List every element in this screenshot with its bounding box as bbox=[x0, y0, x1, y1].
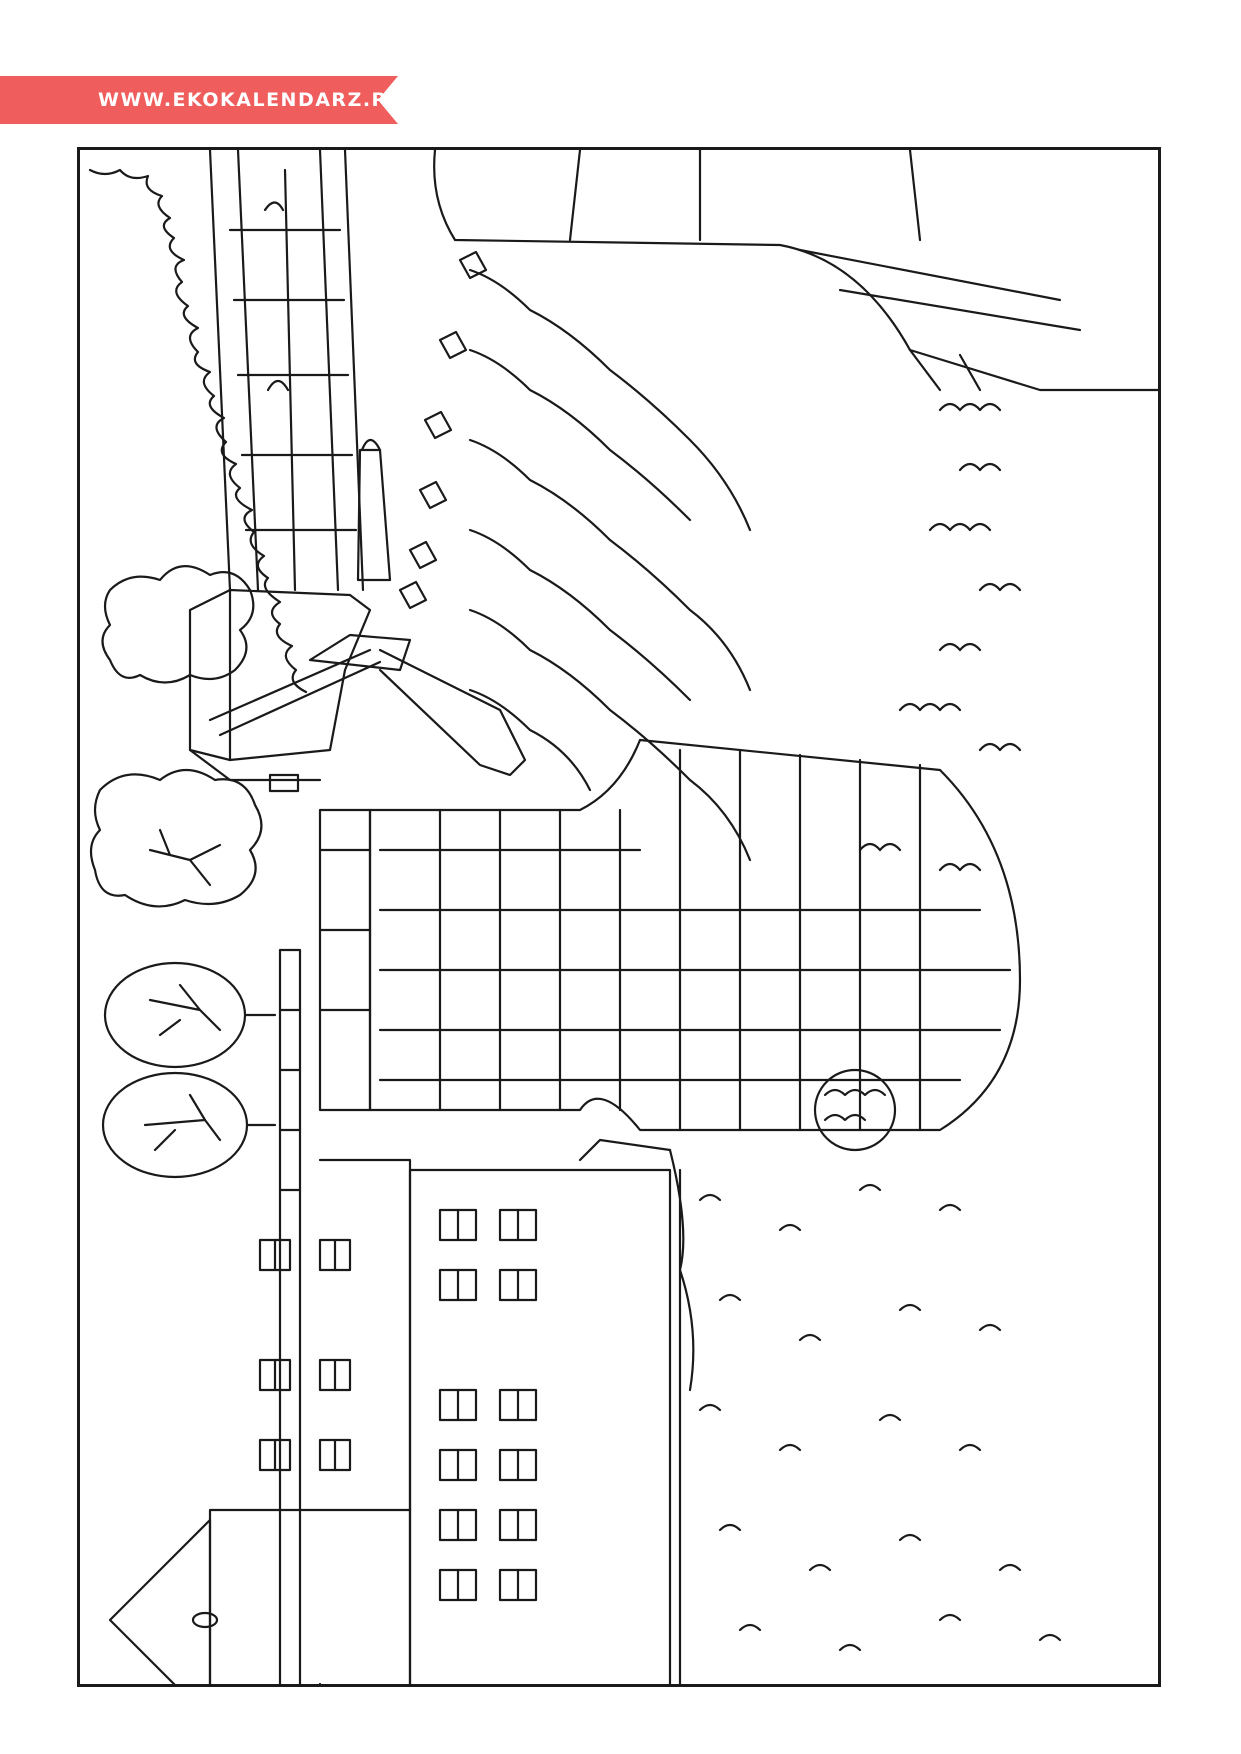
tree-clump-middle bbox=[89, 768, 263, 908]
tree-clump-upper bbox=[101, 565, 255, 684]
river-bank bbox=[668, 1148, 695, 1684]
house-side bbox=[318, 1138, 672, 1512]
grass-marker-3 bbox=[423, 410, 453, 440]
grass-waves bbox=[468, 268, 752, 862]
house-upper-floor bbox=[208, 1508, 412, 1684]
tower-arch-window bbox=[813, 1068, 897, 1152]
windmill-arm bbox=[378, 648, 527, 777]
grass-marker-1 bbox=[458, 250, 488, 280]
line-art-illustration bbox=[88, 150, 1158, 1684]
house-lower-floor bbox=[408, 1168, 672, 1684]
bridge-deck bbox=[208, 150, 365, 592]
windmill-shaft bbox=[208, 633, 412, 737]
grass-marker-6 bbox=[398, 580, 428, 610]
tree-branch bbox=[148, 828, 222, 887]
house-roof-gable bbox=[108, 1518, 212, 1684]
mill-roof-ridge bbox=[188, 588, 322, 782]
roof-lines bbox=[568, 150, 1082, 392]
arch-stones bbox=[823, 1088, 887, 1122]
round-tree-2 bbox=[101, 1071, 249, 1179]
house-roof-right bbox=[433, 150, 1158, 392]
bush-scallops bbox=[858, 402, 1022, 872]
website-url-label[interactable]: WWW.EKOKALENDARZ.PL bbox=[98, 89, 401, 111]
mill-chimney bbox=[356, 438, 392, 582]
bridge-posts bbox=[263, 168, 297, 592]
stone-blocks bbox=[378, 748, 1012, 1132]
stone-path bbox=[278, 948, 302, 1684]
round-tree-1 bbox=[103, 961, 247, 1069]
round-tree-2-trunk bbox=[143, 1093, 277, 1152]
stone-tower-outline bbox=[368, 738, 1022, 1132]
grass-marker-5 bbox=[408, 540, 438, 570]
tower-cap bbox=[318, 808, 372, 1112]
water-ripples bbox=[698, 1183, 1062, 1652]
coloring-page-frame bbox=[77, 147, 1161, 1687]
gable-eye-window bbox=[191, 1611, 219, 1629]
website-banner[interactable]: WWW.EKOKALENDARZ.PL bbox=[0, 76, 400, 124]
grass-marker-2 bbox=[438, 330, 468, 360]
mill-roof bbox=[188, 588, 372, 762]
mill-window-1 bbox=[268, 773, 300, 793]
house-windows bbox=[258, 1208, 538, 1602]
background-treeline bbox=[88, 168, 308, 694]
round-tree-1-trunk bbox=[148, 983, 277, 1037]
grass-marker-4 bbox=[418, 480, 448, 510]
banner-ribbon bbox=[0, 76, 398, 124]
